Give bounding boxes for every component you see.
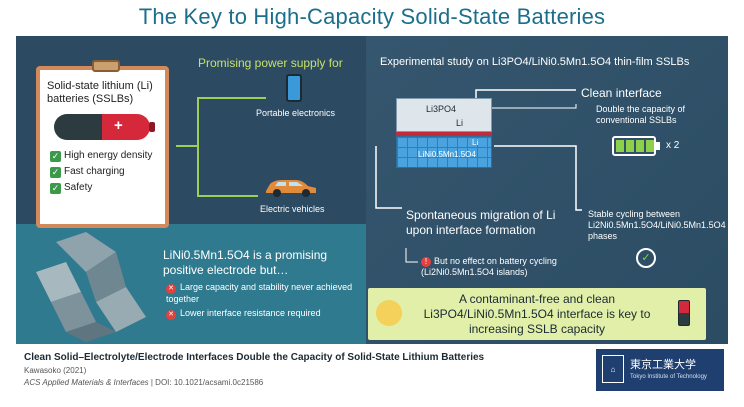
logo-sub-text: Tokyo Institute of Technology [630,374,707,380]
lnmo-bullet: ✕Large capacity and stability never achi… [166,282,366,305]
ssb-clipboard-card: Solid-state lithium (Li) batteries (SSLB… [36,60,169,228]
conclusion-text: A contaminant-free and clean Li3PO4/LiNi… [423,292,651,336]
feature-label: Fast charging [64,166,125,177]
cell-bottom-label: LiNi0.5Mn1.5O4 [418,150,476,159]
electrode-layer [396,136,492,168]
battery-icon: + [54,114,155,140]
car-icon [266,180,316,197]
no-effect-note: !But no effect on battery cycling (Li2Ni… [421,256,591,278]
feature-label: High energy density [64,150,153,161]
logo-mark-icon: ⌂ [602,355,624,383]
clean-interface-heading: Clean interface [581,86,662,100]
crystal-structure-icon [36,232,146,342]
main-panel: Solid-state lithium (Li) batteries (SSLB… [16,36,728,344]
battery-plus-label: + [114,117,123,134]
clipboard-title: Solid-state lithium (Li) batteries (SSLB… [47,80,153,105]
no-effect-label: But no effect on battery cycling (Li2Ni0… [421,256,557,277]
conclusion-box: A contaminant-free and clean Li3PO4/LiNi… [368,288,706,340]
clipboard-icon [92,60,120,72]
thin-film-cell-diagram: Li3PO4 Li Li LiNi0.5Mn1.5O4 [396,98,492,168]
feature-item: ✓Safety [50,182,92,194]
interface-layer [396,132,492,136]
cell-li-label: Li [456,118,464,128]
x-icon: ✕ [166,310,176,320]
check-icon: ✓ [50,167,61,178]
lnmo-bullet-label: Lower interface resistance required [180,308,321,318]
lnmo-bullet: ✕ Lower interface resistance required [166,308,366,320]
cell-top-label: Li3PO4 [426,104,457,114]
paper-citation: ACS Applied Materials & Interfaces | DOI… [24,378,263,387]
lnmo-heading: LiNi0.5Mn1.5O4 is a promising positive e… [163,248,328,277]
bulb-icon [376,300,402,326]
phone-icon [286,74,302,102]
battery-tip [149,122,155,132]
connector-lines [176,89,582,263]
paper-title: Clean Solid–Electrolyte/Electrode Interf… [24,352,485,363]
lnmo-bullet-label: Large capacity and stability never achie… [166,282,353,304]
migration-heading: Spontaneous migration of Li upon interfa… [406,208,556,237]
battery-icon-small [678,300,690,326]
x-icon: ✕ [166,284,176,294]
clean-interface-sub: Double the capacity of conventional SSLB… [596,104,686,125]
stable-cycling-note: Stable cycling between Li2Ni0.5Mn1.5O4/L… [588,209,726,241]
feature-item: ✓High energy density [50,150,152,162]
cycle-icon: ✓ [636,248,656,268]
check-icon: ✓ [50,183,61,194]
check-icon: ✓ [50,151,61,162]
use-label-portable: Portable electronics [256,108,336,118]
capacity-multiplier: x 2 [666,140,680,151]
warning-icon: ! [421,257,431,267]
doi: | DOI: 10.1021/acsami.0c21586 [148,378,264,387]
promising-heading: Promising power supply for [198,56,343,70]
feature-item: ✓Fast charging [50,166,125,178]
journal-name: ACS Applied Materials & Interfaces [24,378,149,387]
logo-main-text: 東京工業大学 [630,359,696,371]
paper-author: Kawasoko (2021) [24,366,87,375]
study-heading: Experimental study on Li3PO4/LiNi0.5Mn1.… [380,56,690,68]
battery-tip [656,142,660,150]
electrolyte-layer [396,98,492,132]
cell-li2-label: Li [472,138,479,147]
use-label-ev: Electric vehicles [260,204,325,214]
battery-icon-large [612,136,656,156]
feature-label: Safety [64,182,93,193]
university-logo: ⌂ 東京工業大学 Tokyo Institute of Technology [596,349,724,391]
page-title: The Key to High-Capacity Solid-State Bat… [138,4,606,29]
